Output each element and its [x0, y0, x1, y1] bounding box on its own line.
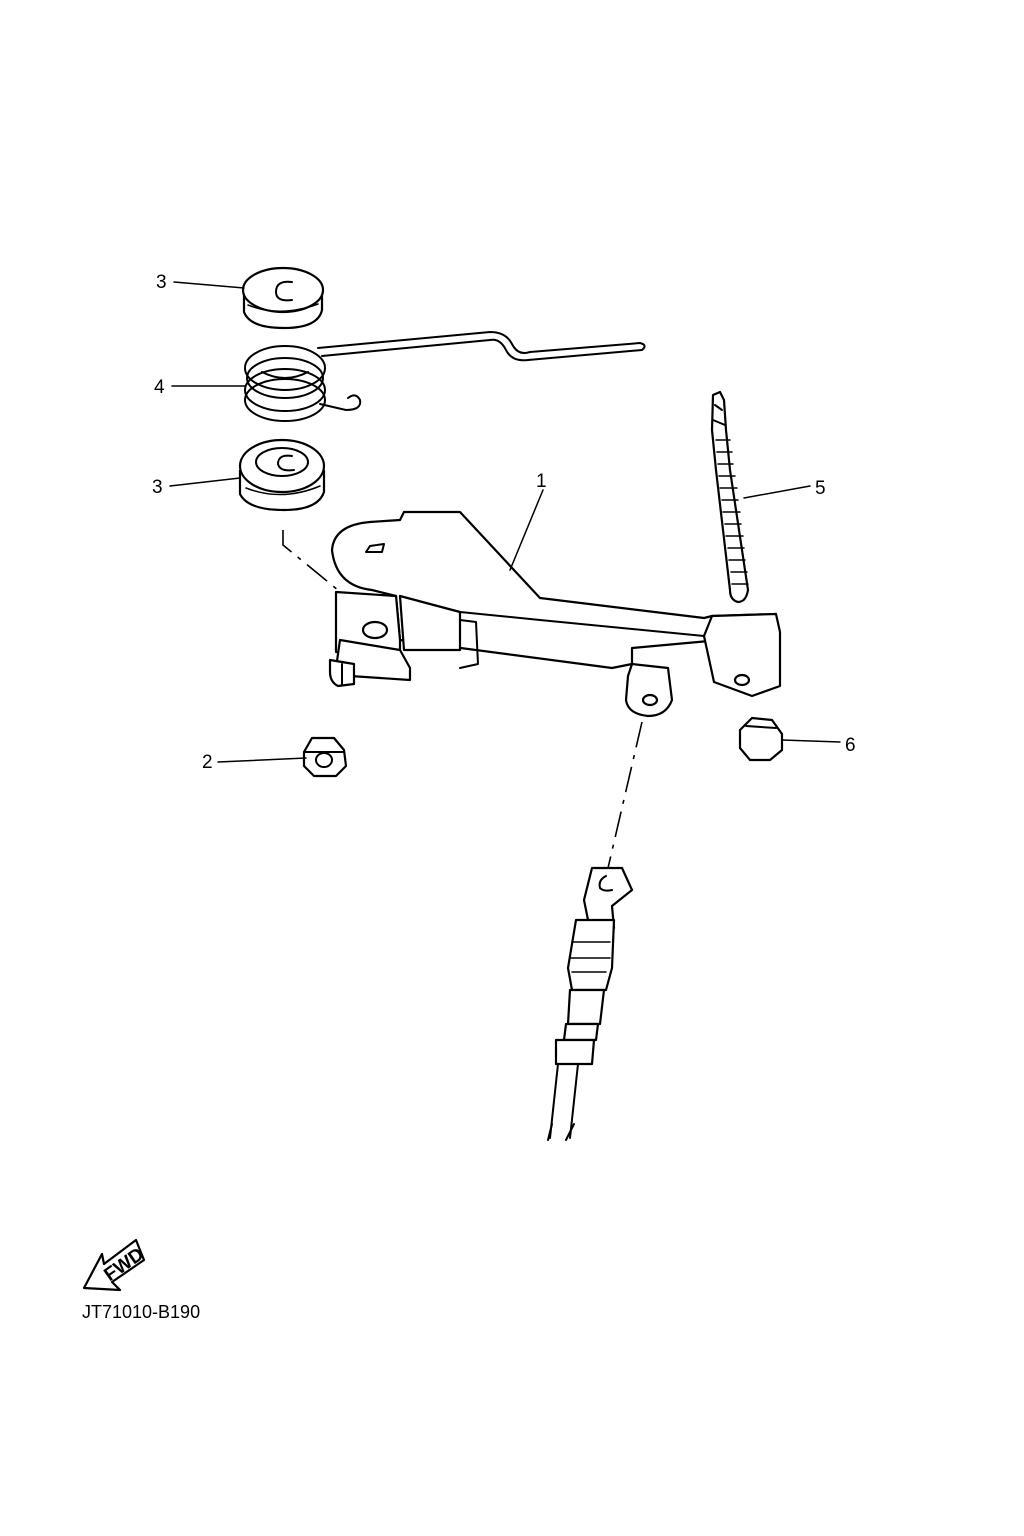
callout-1: 1 — [536, 471, 547, 492]
callout-3-top: 3 — [156, 272, 167, 293]
cable — [547, 866, 634, 1141]
fwd-arrow-icon: FWD — [82, 1238, 148, 1292]
callout-6: 6 — [845, 735, 856, 756]
drawing-code: JT71010-B190 — [82, 1302, 200, 1322]
grommet-bottom — [238, 438, 326, 512]
leader-lines — [169, 281, 841, 763]
nut — [302, 736, 348, 778]
torsion-spring — [244, 331, 646, 422]
assembly-line-grommet — [282, 530, 373, 619]
callout-5: 5 — [815, 478, 826, 499]
cap-nut — [738, 716, 784, 762]
assembly-line-cable — [607, 721, 643, 869]
grommet-top — [241, 266, 325, 330]
callout-2: 2 — [202, 752, 213, 773]
callout-4: 4 — [154, 377, 165, 398]
bracket — [328, 510, 782, 718]
callout-3-bottom: 3 — [152, 477, 163, 498]
adjusting-screw — [710, 390, 750, 604]
